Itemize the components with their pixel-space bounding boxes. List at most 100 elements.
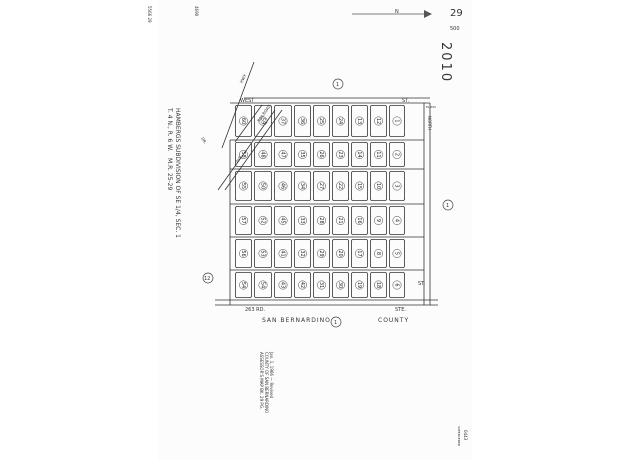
- lot-parcel: 20: [332, 239, 349, 268]
- lot-number: 58: [240, 151, 246, 157]
- lot-number-circle: [317, 181, 326, 191]
- lot-outline: [294, 105, 311, 137]
- lot-number-circle: [317, 150, 326, 159]
- lot-number: 18: [375, 282, 381, 288]
- corner-note: 0443: [463, 430, 468, 441]
- lot-parcel: 43: [274, 272, 292, 298]
- lot-number: 41: [280, 250, 286, 256]
- lot-number: 15: [356, 183, 362, 189]
- lot-number-circle: [298, 216, 307, 225]
- section-marker: 1: [442, 199, 454, 211]
- lot-parcel: 26: [313, 142, 330, 167]
- lot-parcel: 33: [294, 206, 311, 235]
- street-label-bottom-right: ST.: [418, 281, 426, 287]
- lot-parcel: 29: [313, 239, 330, 268]
- lot-parcel: 47: [274, 142, 292, 167]
- lot-number-circle: [336, 249, 345, 258]
- lot-number-circle: [278, 150, 288, 159]
- lot-number-circle: [336, 150, 345, 159]
- lot-parcel: 42: [294, 272, 311, 298]
- lot-parcel: 37: [274, 105, 292, 137]
- lot-outline: [351, 142, 368, 167]
- lot-number-circle: [336, 181, 345, 191]
- street-label-ste: STE.: [395, 307, 406, 313]
- lot-number: 32: [299, 250, 305, 256]
- lot-parcel: 3: [389, 171, 405, 201]
- lot-number: 30: [337, 282, 343, 288]
- section-marker: 1: [330, 316, 342, 328]
- lot-outline: [389, 105, 405, 137]
- lot-number: 45: [280, 217, 286, 223]
- lot-outline: [370, 206, 387, 235]
- lot-number: 11: [375, 151, 381, 157]
- lot-number: 34: [299, 183, 305, 189]
- lot-number-circle: [392, 150, 402, 159]
- lot-number: 6: [394, 283, 400, 286]
- lot-number: 13: [356, 118, 362, 124]
- lot-number: 5: [394, 252, 400, 255]
- page-sub: 500: [450, 26, 460, 32]
- page-number: 29: [450, 8, 463, 19]
- lot-number-circle: [239, 280, 248, 290]
- lot-parcel: 58: [235, 142, 252, 167]
- lot-outline: [389, 239, 405, 268]
- lot-parcel: 12: [370, 105, 387, 137]
- lot-outline: [351, 239, 368, 268]
- lot-outline: [370, 171, 387, 201]
- lot-parcel: 25: [313, 105, 330, 137]
- lot-number: 54: [240, 282, 246, 288]
- svg-text:1: 1: [446, 203, 449, 209]
- lot-outline: [370, 105, 387, 137]
- lot-number: 57: [240, 217, 246, 223]
- lot-outline: [313, 142, 330, 167]
- lot-outline: [332, 206, 349, 235]
- lot-number: 29: [318, 250, 324, 256]
- lot-parcel: 28: [313, 206, 330, 235]
- lot-number: 31: [318, 282, 324, 288]
- lot-parcel: 52: [254, 206, 272, 235]
- lot-parcel: 4: [389, 206, 405, 235]
- lot-number-circle: [355, 249, 364, 258]
- lot-number: 28: [318, 217, 324, 223]
- lot-number-circle: [355, 280, 364, 290]
- lot-number: 9: [375, 219, 381, 222]
- lot-number: 20: [337, 250, 343, 256]
- street-label-bottom: 263 RD.: [245, 307, 265, 313]
- lot-number-circle: [239, 181, 248, 191]
- lot-outline: [235, 272, 252, 298]
- lot-number: 16: [356, 217, 362, 223]
- lot-outline: [332, 105, 349, 137]
- lot-number-circle: [336, 216, 345, 225]
- lot-number-circle: [374, 181, 383, 191]
- lot-number-circle: [298, 181, 307, 191]
- lot-number-circle: [239, 116, 248, 126]
- lot-number: 12: [375, 118, 381, 124]
- lot-number-circle: [374, 280, 383, 290]
- lot-number: 46: [280, 183, 286, 189]
- lot-outline: [274, 239, 292, 268]
- subdivision-title: HAMBERGS SUBDIVISION OF SE 1/4, SEC. 1: [174, 108, 181, 238]
- lot-parcel: 21: [332, 206, 349, 235]
- lot-outline: [313, 239, 330, 268]
- lot-parcel: 32: [294, 239, 311, 268]
- lot-outline: [332, 272, 349, 298]
- lot-outline: [313, 206, 330, 235]
- street-label-el-rio: EL RIO: [426, 105, 436, 109]
- street-label-north: NORTH: [427, 116, 432, 130]
- lot-outline: [294, 272, 311, 298]
- lot-number-circle: [355, 216, 364, 225]
- lot-parcel: 19: [351, 272, 368, 298]
- lot-parcel: 30: [332, 272, 349, 298]
- lot-number: 50: [260, 183, 266, 189]
- lot-number: 53: [260, 250, 266, 256]
- lot-outline: [389, 206, 405, 235]
- street-label-dr: DR.: [200, 136, 208, 145]
- lot-parcel: 48: [254, 142, 272, 167]
- lot-number: 24: [337, 118, 343, 124]
- lot-parcel: 36: [294, 105, 311, 137]
- lot-outline: [254, 206, 272, 235]
- lot-parcel: 18: [370, 272, 387, 298]
- book-page-number: 2010: [438, 42, 453, 83]
- lot-outline: [254, 272, 272, 298]
- lot-number-circle: [278, 216, 288, 225]
